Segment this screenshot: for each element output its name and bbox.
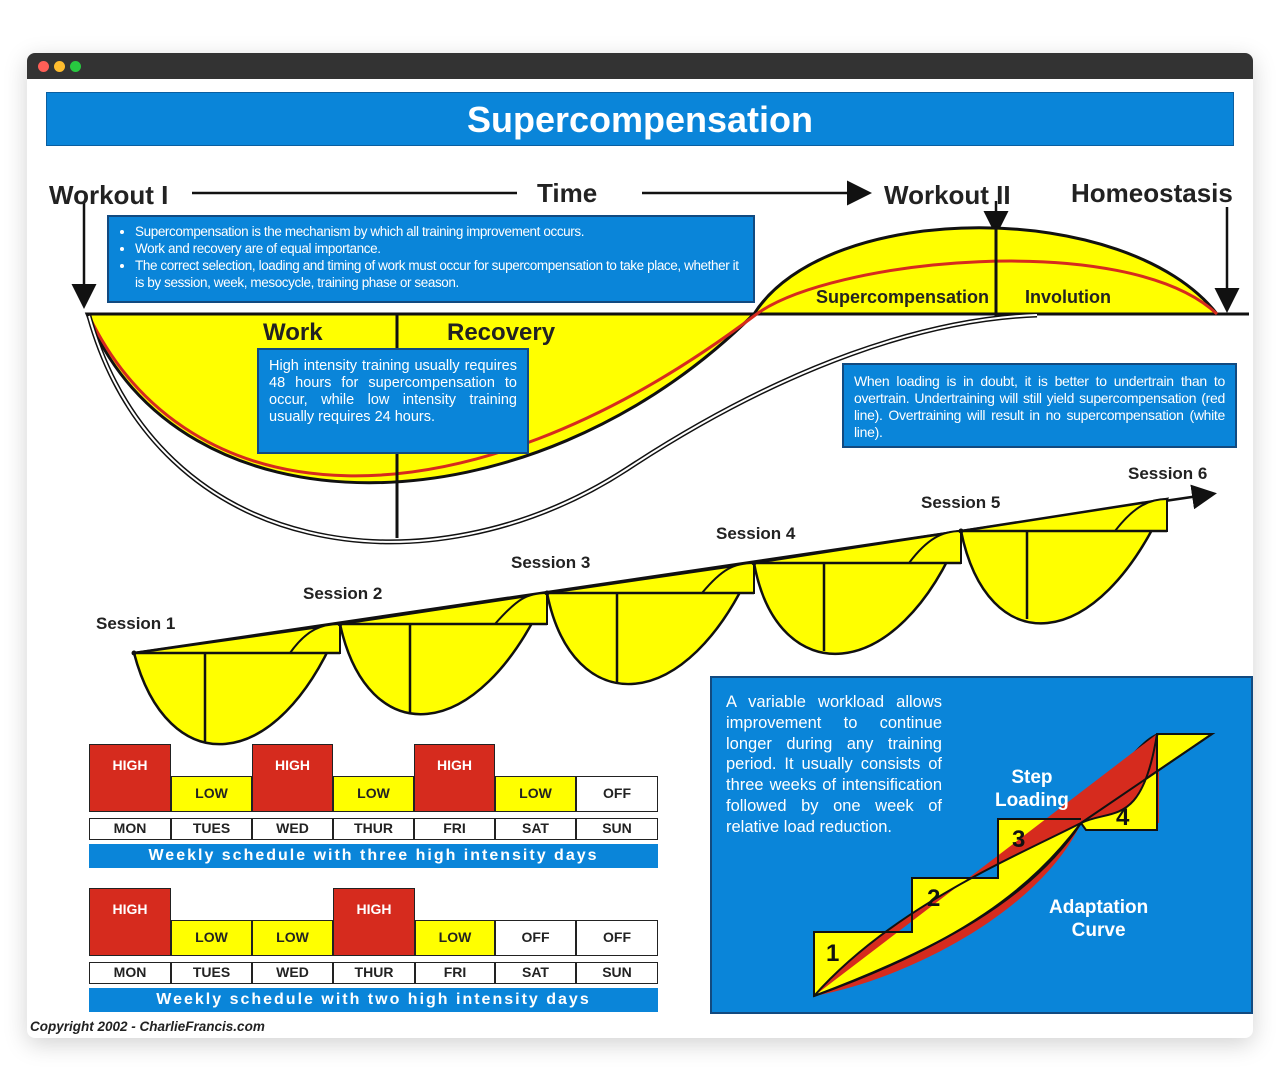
session-5-label: Session 5 <box>921 493 1001 512</box>
schedule1-tue-level: LOW <box>171 776 252 812</box>
schedule2-caption: Weekly schedule with two high intensity … <box>89 988 658 1012</box>
step-loading-text: A variable workload allows improvement t… <box>726 693 942 836</box>
diagram-content: Supercompensation <box>27 79 1253 1038</box>
summary-bullet-list: Supercompensation is the mechanism by wh… <box>119 223 745 291</box>
homeostasis-label: Homeostasis <box>1071 178 1233 208</box>
involution-label: Involution <box>1025 287 1111 307</box>
schedule1-day-sun: SUN <box>576 818 658 840</box>
schedule2-day-tue: TUES <box>171 962 252 984</box>
schedule2-sat-level: OFF <box>495 920 576 956</box>
adaptation-line1: Adaptation <box>1049 897 1149 918</box>
close-window-button[interactable] <box>38 61 49 72</box>
schedule1-thu-level: LOW <box>333 776 414 812</box>
session-6-label: Session 6 <box>1128 464 1208 483</box>
schedule2-day-sun: SUN <box>576 962 658 984</box>
adaptation-curve-heading: Adaptation Curve <box>1049 896 1148 942</box>
summary-bullets-box: Supercompensation is the mechanism by wh… <box>107 215 755 303</box>
adaptation-line2: Curve <box>1071 920 1126 941</box>
step-loading-graphic <box>813 733 1216 998</box>
step-loading-line2: Loading <box>995 790 1069 811</box>
supercompensation-label: Supercompensation <box>816 287 990 307</box>
schedule2-day-thu: THUR <box>333 962 415 984</box>
session-4-label: Session 4 <box>716 524 796 543</box>
time-label: Time <box>537 178 598 208</box>
work-label: Work <box>263 319 323 346</box>
step-loading-line1: Step <box>1011 767 1053 788</box>
maximize-window-button[interactable] <box>70 61 81 72</box>
schedule1-day-fri: FRI <box>414 818 495 840</box>
loading-info-box: When loading is in doubt, it is better t… <box>842 363 1237 448</box>
schedule2-tue-level: LOW <box>171 920 252 956</box>
copyright-text: Copyright 2002 - CharlieFrancis.com <box>30 1019 265 1034</box>
schedule1-caption: Weekly schedule with three high intensit… <box>89 844 658 868</box>
schedule1-wed-level: HIGH <box>252 744 333 812</box>
bullet-item: The correct selection, loading and timin… <box>135 257 745 291</box>
schedule1-sat-level: LOW <box>495 776 576 812</box>
step-4-number: 4 <box>1116 804 1130 831</box>
schedule2-wed-level: LOW <box>252 920 333 956</box>
supercompensation-hump <box>751 226 1221 316</box>
schedule1-sun-level: OFF <box>576 776 658 812</box>
session-2-label: Session 2 <box>303 584 383 603</box>
step-loading-panel: A variable workload allows improvement t… <box>710 676 1253 1014</box>
schedule1-fri-level: HIGH <box>414 744 495 812</box>
title-bar <box>27 53 1253 79</box>
page-title: Supercompensation <box>46 92 1234 146</box>
schedule1-day-thu: THUR <box>333 818 414 840</box>
step-3-number: 3 <box>1012 826 1026 853</box>
schedule1-day-mon: MON <box>89 818 171 840</box>
schedule1-day-tue: TUES <box>171 818 252 840</box>
bullet-item: Work and recovery are of equal importanc… <box>135 240 745 257</box>
step-loading-heading: Step Loading <box>995 766 1069 812</box>
schedule2-day-mon: MON <box>89 962 171 984</box>
schedule1-mon-level: HIGH <box>89 744 171 812</box>
schedule1-day-wed: WED <box>252 818 333 840</box>
schedule2-sun-level: OFF <box>576 920 658 956</box>
browser-window: Supercompensation <box>27 53 1253 1038</box>
schedule2-thu-level: HIGH <box>333 888 415 956</box>
workout2-label: Workout II <box>884 180 1011 210</box>
schedule2-fri-level: LOW <box>415 920 495 956</box>
recovery-label: Recovery <box>447 319 556 346</box>
overtraining-white-line <box>88 314 1038 543</box>
step-1-number: 1 <box>826 940 840 967</box>
schedule2-mon-level: HIGH <box>89 888 171 956</box>
schedule2-day-fri: FRI <box>415 962 495 984</box>
minimize-window-button[interactable] <box>54 61 65 72</box>
schedule2-day-sat: SAT <box>495 962 576 984</box>
schedule1-day-sat: SAT <box>495 818 576 840</box>
high-intensity-info-box: High intensity training usually requires… <box>257 348 529 454</box>
step-2-number: 2 <box>927 885 941 912</box>
session-3-label: Session 3 <box>511 553 591 572</box>
bullet-item: Supercompensation is the mechanism by wh… <box>135 223 745 240</box>
session-1-label: Session 1 <box>96 614 176 633</box>
workout1-label: Workout I <box>49 180 169 210</box>
undertraining-red-line <box>87 259 1219 478</box>
schedule2-day-wed: WED <box>252 962 333 984</box>
